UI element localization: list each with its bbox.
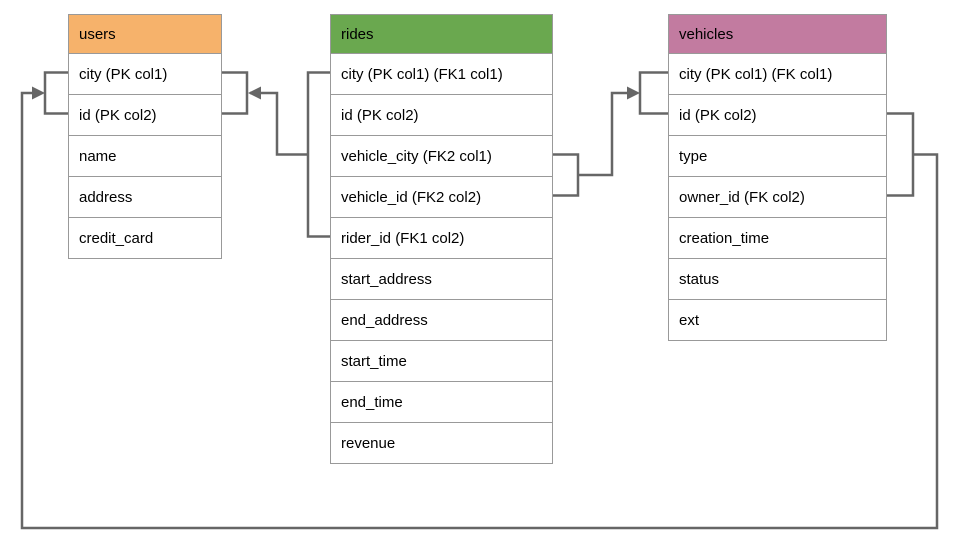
column-label: status	[679, 270, 720, 288]
connector-line	[578, 91, 637, 177]
table-row: end_address	[331, 299, 552, 340]
column-label: start_address	[341, 270, 432, 288]
arrowhead-icon	[627, 86, 640, 100]
table-row: creation_time	[669, 217, 886, 258]
table-users-title: users	[79, 25, 116, 43]
column-label: address	[79, 188, 133, 206]
column-label: rider_id (FK1 col2)	[341, 229, 465, 247]
column-label: creation_time	[679, 229, 770, 247]
table-row: vehicle_city (FK2 col1)	[331, 135, 552, 176]
table-row: city (PK col1)	[69, 53, 221, 94]
table-vehicles: vehicles city (PK col1) (FK col1) id (PK…	[668, 14, 887, 341]
table-row: revenue	[331, 422, 552, 463]
connector-bracket	[887, 112, 915, 197]
connector-bracket	[43, 71, 68, 115]
column-label: revenue	[341, 434, 396, 452]
connector-bracket	[306, 71, 330, 238]
table-row: id (PK col2)	[69, 94, 221, 135]
table-rides-header: rides	[331, 15, 552, 53]
table-row: credit_card	[69, 217, 221, 258]
relationship-rides-to-vehicles	[553, 71, 668, 197]
table-row: start_time	[331, 340, 552, 381]
column-label: ext	[679, 311, 700, 329]
table-row: owner_id (FK col2)	[669, 176, 886, 217]
column-label: city (PK col1)	[79, 65, 168, 83]
table-vehicles-header: vehicles	[669, 15, 886, 53]
column-label: city (PK col1) (FK col1)	[679, 65, 833, 83]
arrowhead-icon	[32, 86, 45, 100]
table-row: city (PK col1) (FK1 col1)	[331, 53, 552, 94]
column-label: start_time	[341, 352, 407, 370]
table-row: city (PK col1) (FK col1)	[669, 53, 886, 94]
relationship-rides-to-users	[222, 71, 330, 238]
column-label: type	[679, 147, 708, 165]
column-label: credit_card	[79, 229, 154, 247]
column-label: city (PK col1) (FK1 col1)	[341, 65, 503, 83]
connector-line	[250, 91, 308, 156]
table-users: users city (PK col1) id (PK col2) name a…	[68, 14, 222, 259]
table-row: id (PK col2)	[669, 94, 886, 135]
table-users-header: users	[69, 15, 221, 53]
table-row: id (PK col2)	[331, 94, 552, 135]
connector-bracket	[553, 153, 580, 197]
table-row: name	[69, 135, 221, 176]
arrowhead-icon	[248, 86, 261, 100]
column-label: id (PK col2)	[679, 106, 757, 124]
connector-bracket	[222, 71, 249, 115]
column-label: name	[79, 147, 117, 165]
table-row: status	[669, 258, 886, 299]
column-label: id (PK col2)	[341, 106, 419, 124]
column-label: vehicle_city (FK2 col1)	[341, 147, 492, 165]
column-label: owner_id (FK col2)	[679, 188, 805, 206]
column-label: vehicle_id (FK2 col2)	[341, 188, 482, 206]
table-row: type	[669, 135, 886, 176]
table-row: ext	[669, 299, 886, 340]
table-row: address	[69, 176, 221, 217]
table-row: vehicle_id (FK2 col2)	[331, 176, 552, 217]
table-vehicles-title: vehicles	[679, 25, 734, 43]
connector-bracket	[638, 71, 668, 115]
table-rides: rides city (PK col1) (FK1 col1) id (PK c…	[330, 14, 553, 464]
column-label: end_time	[341, 393, 403, 411]
table-row: end_time	[331, 381, 552, 422]
table-row: rider_id (FK1 col2)	[331, 217, 552, 258]
column-label: end_address	[341, 311, 428, 329]
column-label: id (PK col2)	[79, 106, 157, 124]
table-row: start_address	[331, 258, 552, 299]
table-rides-title: rides	[341, 25, 374, 43]
